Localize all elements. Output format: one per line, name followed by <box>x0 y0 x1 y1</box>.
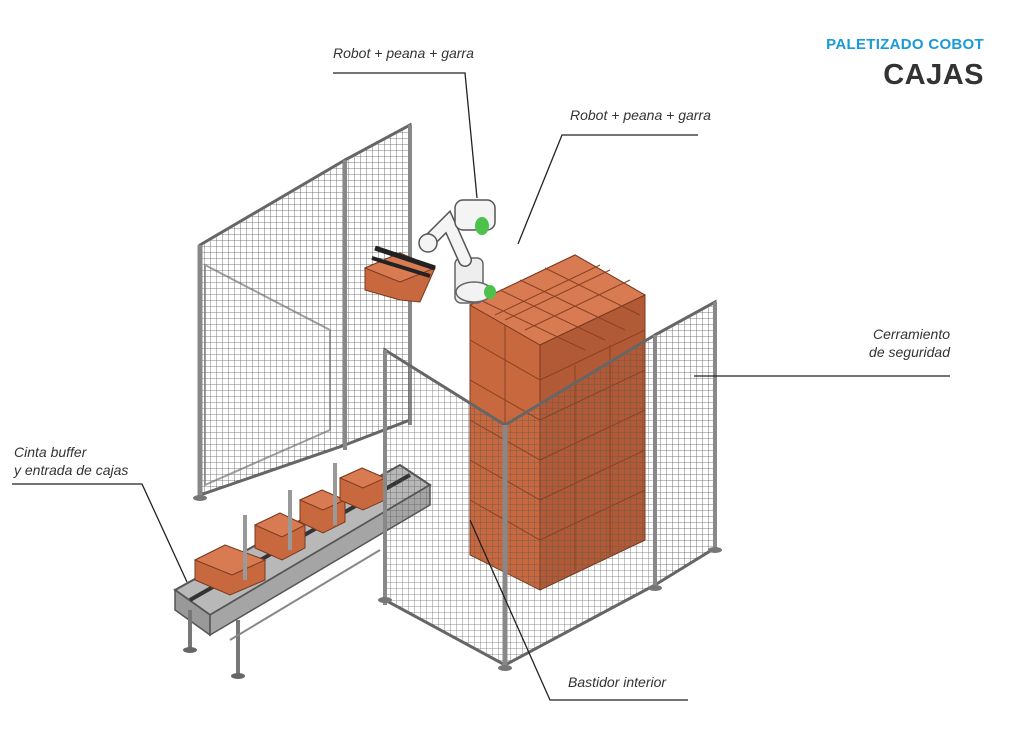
conveyor-boxes <box>193 463 387 596</box>
back-fence <box>197 122 412 500</box>
diagram-subtitle: PALETIZADO COBOT <box>826 36 984 53</box>
label-conveyor-line1: Cinta buffer <box>14 444 87 460</box>
leader-conveyor <box>12 483 188 583</box>
label-frame: Bastidor interior <box>568 674 667 690</box>
leader-robot-top <box>333 72 478 199</box>
label-enclosure-line1: Cerramiento <box>872 326 950 342</box>
label-robot-mid: Robot + peana + garra <box>570 107 711 123</box>
title-block: PALETIZADO COBOT CAJAS <box>826 36 984 92</box>
front-fence <box>193 299 722 671</box>
label-conveyor: Cinta buffer y entrada de cajas <box>14 443 128 479</box>
label-enclosure-line2: de seguridad <box>869 344 950 360</box>
diagram-title: CAJAS <box>883 59 984 91</box>
label-conveyor-line2: y entrada de cajas <box>14 462 129 478</box>
label-robot-top: Robot + peana + garra <box>333 45 474 61</box>
leader-lines <box>12 72 950 701</box>
robot-arm <box>363 199 496 304</box>
label-enclosure: Cerramiento de seguridad <box>869 325 950 361</box>
leader-frame <box>469 519 688 701</box>
leader-robot-mid <box>517 134 698 245</box>
